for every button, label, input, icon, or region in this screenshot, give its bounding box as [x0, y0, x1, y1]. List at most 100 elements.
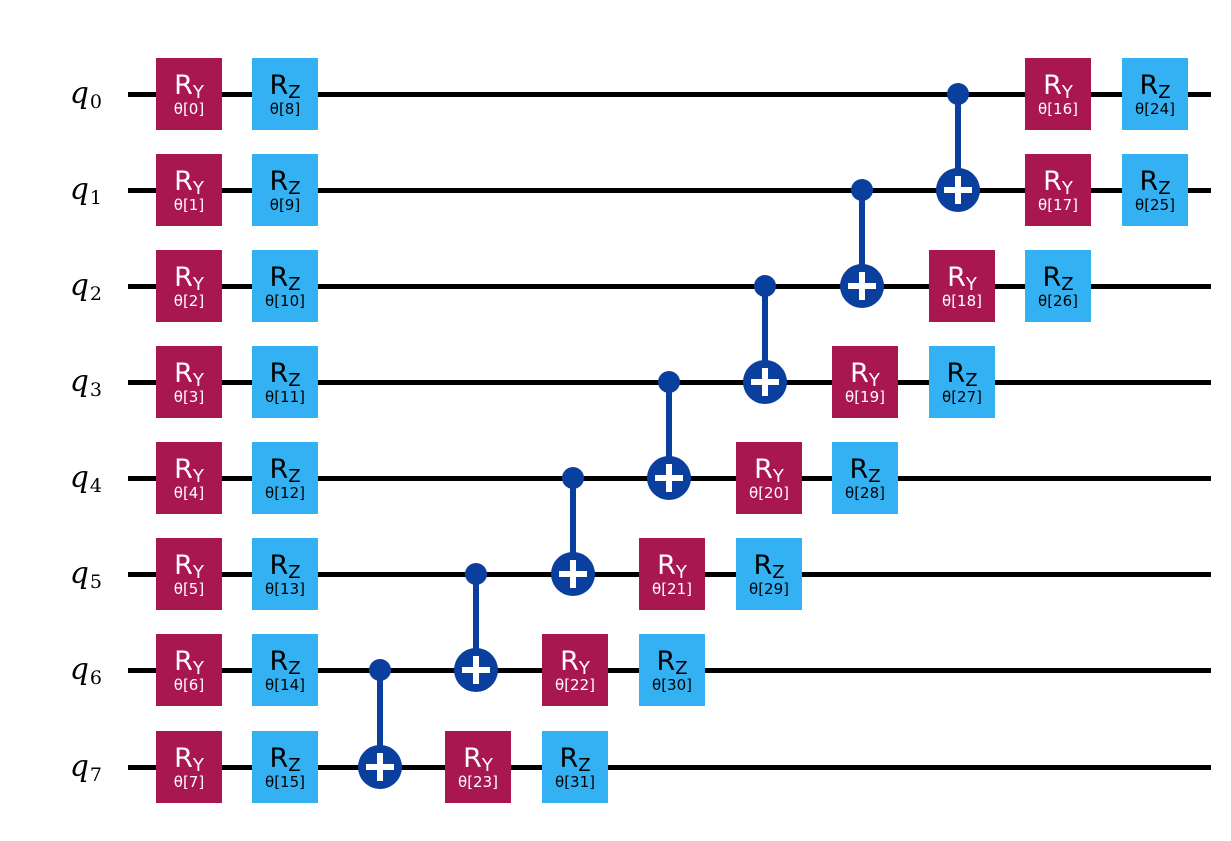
gate-parameter-label: θ[7] — [173, 772, 205, 791]
cnot-target-plus-icon — [936, 168, 980, 212]
gate-name-label: RZ — [269, 549, 300, 582]
gate-parameter-label: θ[5] — [173, 579, 205, 598]
qubit-wire-q2 — [128, 284, 1211, 289]
gate-name-label: RZ — [849, 456, 880, 486]
gate-parameter-label: θ[18] — [942, 291, 982, 310]
gate-parameter-label: θ[6] — [173, 675, 205, 694]
gate-name-label: RZ — [269, 742, 300, 775]
gate-name-subscript: Z — [288, 561, 301, 583]
cnot-control-dot — [369, 659, 391, 681]
gate-parameter-label: θ[30] — [652, 675, 692, 694]
gate-parameter-label: θ[13] — [265, 579, 305, 598]
qubit-label-letter: q — [69, 268, 89, 303]
gate-name-letter: R — [269, 742, 289, 774]
gate-parameter-label: θ[29] — [749, 579, 789, 598]
gate-parameter-label: θ[12] — [265, 483, 305, 502]
gate-name-subscript: Y — [192, 465, 204, 487]
cnot-target-plus-icon — [358, 745, 402, 789]
gate-name-label: RZ — [269, 69, 300, 102]
cnot-control-dot — [947, 83, 969, 105]
gate-name-subscript: Y — [481, 754, 493, 776]
gate-name-letter: R — [850, 357, 869, 389]
gate-name-letter: R — [559, 742, 579, 774]
gate-name-letter: R — [753, 549, 773, 581]
gate-name-label: RY — [174, 456, 204, 486]
gate-name-letter: R — [754, 453, 773, 485]
qubit-label-letter: q — [69, 460, 89, 495]
gate-name-subscript: Z — [1158, 177, 1171, 199]
gate-name-letter: R — [269, 165, 289, 197]
cnot-target-plus-icon — [454, 648, 498, 692]
gate-parameter-label: θ[14] — [265, 675, 305, 694]
gate-parameter-label: θ[22] — [555, 675, 595, 694]
gate-name-letter: R — [269, 453, 289, 485]
qubit-wire-q1 — [128, 188, 1211, 193]
gate-name-letter: R — [269, 261, 289, 293]
gate-name-subscript: Z — [288, 81, 301, 103]
gate-name-letter: R — [269, 645, 289, 677]
gate-name-label: RY — [174, 261, 204, 294]
gate-name-subscript: Z — [1061, 273, 1074, 295]
qubit-label-index: 0 — [89, 91, 102, 113]
gate-name-label: RY — [947, 264, 977, 294]
gate-name-label: RZ — [269, 645, 300, 678]
gate-name-subscript: Y — [675, 561, 687, 583]
qubit-label-letter: q — [69, 749, 89, 784]
gate-name-label: RZ — [269, 360, 300, 390]
qubit-label-q7: q7 — [0, 749, 102, 785]
cnot-target-plus-icon — [647, 456, 691, 500]
gate-parameter-label: θ[11] — [265, 387, 305, 406]
gate-name-label: RY — [174, 168, 204, 198]
gate-parameter-label: θ[0] — [173, 99, 205, 118]
gate-name-subscript: Z — [578, 754, 591, 776]
gate-name-label: RZ — [1139, 72, 1170, 102]
gate-name-letter: R — [174, 742, 193, 774]
gate-name-subscript: Z — [965, 369, 978, 391]
gate-name-subscript: Y — [192, 657, 204, 679]
qubit-label-index: 4 — [89, 475, 102, 497]
qubit-label-index: 5 — [89, 571, 102, 593]
gate-name-label: RY — [174, 648, 204, 678]
cnot-connector-line — [570, 478, 576, 574]
gate-name-label: RZ — [656, 648, 687, 678]
gate-parameter-label: θ[25] — [1135, 195, 1175, 214]
gate-name-subscript: Z — [675, 657, 688, 679]
gate-name-letter: R — [946, 357, 966, 389]
qubit-label-letter: q — [69, 556, 89, 591]
qubit-label-index: 2 — [89, 283, 102, 305]
gate-name-letter: R — [269, 69, 289, 101]
gate-name-subscript: Z — [288, 465, 301, 487]
gate-parameter-label: θ[9] — [269, 195, 301, 214]
qubit-label-q6: q6 — [0, 655, 102, 688]
gate-name-subscript: Y — [192, 754, 204, 776]
gate-name-letter: R — [174, 261, 193, 293]
gate-parameter-label: θ[1] — [173, 195, 205, 214]
qubit-label-letter: q — [69, 172, 89, 207]
cnot-connector-line — [377, 670, 383, 767]
gate-name-label: RY — [174, 552, 204, 582]
gate-name-subscript: Z — [288, 754, 301, 776]
gate-name-letter: R — [1139, 165, 1159, 197]
gate-name-label: RZ — [269, 165, 300, 198]
qubit-label-q3: q3 — [0, 367, 102, 400]
qubit-wire-q0 — [128, 92, 1211, 97]
gate-name-label: RZ — [269, 453, 300, 486]
gate-parameter-label: θ[15] — [265, 772, 305, 791]
gate-name-label: RY — [174, 742, 204, 775]
gate-name-letter: R — [269, 549, 289, 581]
